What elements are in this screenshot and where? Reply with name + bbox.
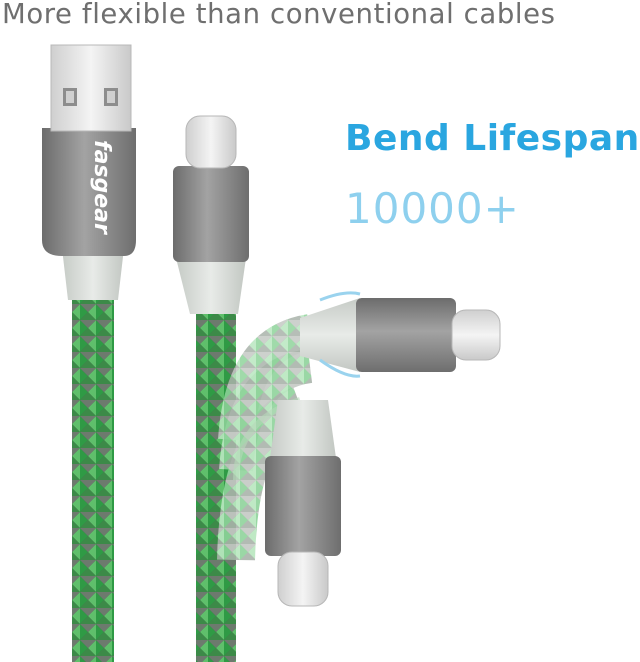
down-connector-housing <box>265 456 341 556</box>
bend-lifespan-title: Bend Lifespan <box>345 118 640 159</box>
bent-connector-strain-relief <box>300 298 360 372</box>
headline: More flexible than conventional cables <box>2 0 556 30</box>
usb-c-housing <box>173 166 249 262</box>
usb-a-strain-relief <box>62 248 124 300</box>
down-connector-strain-relief <box>270 400 336 458</box>
usb-c-plug <box>185 115 237 169</box>
usb-c-strain-relief <box>176 258 246 314</box>
bend-lifespan-value: 10000+ <box>345 184 520 233</box>
bent-connector-housing <box>356 298 456 372</box>
usb-c-cable-straight <box>173 115 249 662</box>
motion-lines-bottom <box>319 358 361 378</box>
brand-logo: fasgear <box>89 140 114 235</box>
usb-c-cable-bent <box>217 291 501 607</box>
usb-a-cable: fasgear <box>42 44 136 662</box>
motion-lines-top <box>319 291 361 302</box>
bent-connector-plug <box>451 309 501 361</box>
down-connector-plug <box>277 551 329 607</box>
braided-cable-left <box>72 300 114 662</box>
usb-a-housing <box>42 128 136 256</box>
